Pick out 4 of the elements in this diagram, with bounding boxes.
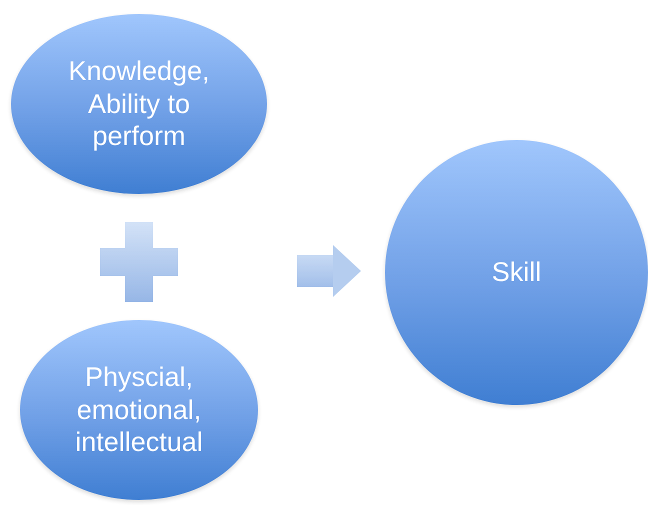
node-label: Skill [490,256,542,289]
node-label: Knowledge, Ability to perform [67,55,211,153]
block-arrow [297,245,361,297]
node-label: Physcial, emotional, intellectual [74,361,204,459]
